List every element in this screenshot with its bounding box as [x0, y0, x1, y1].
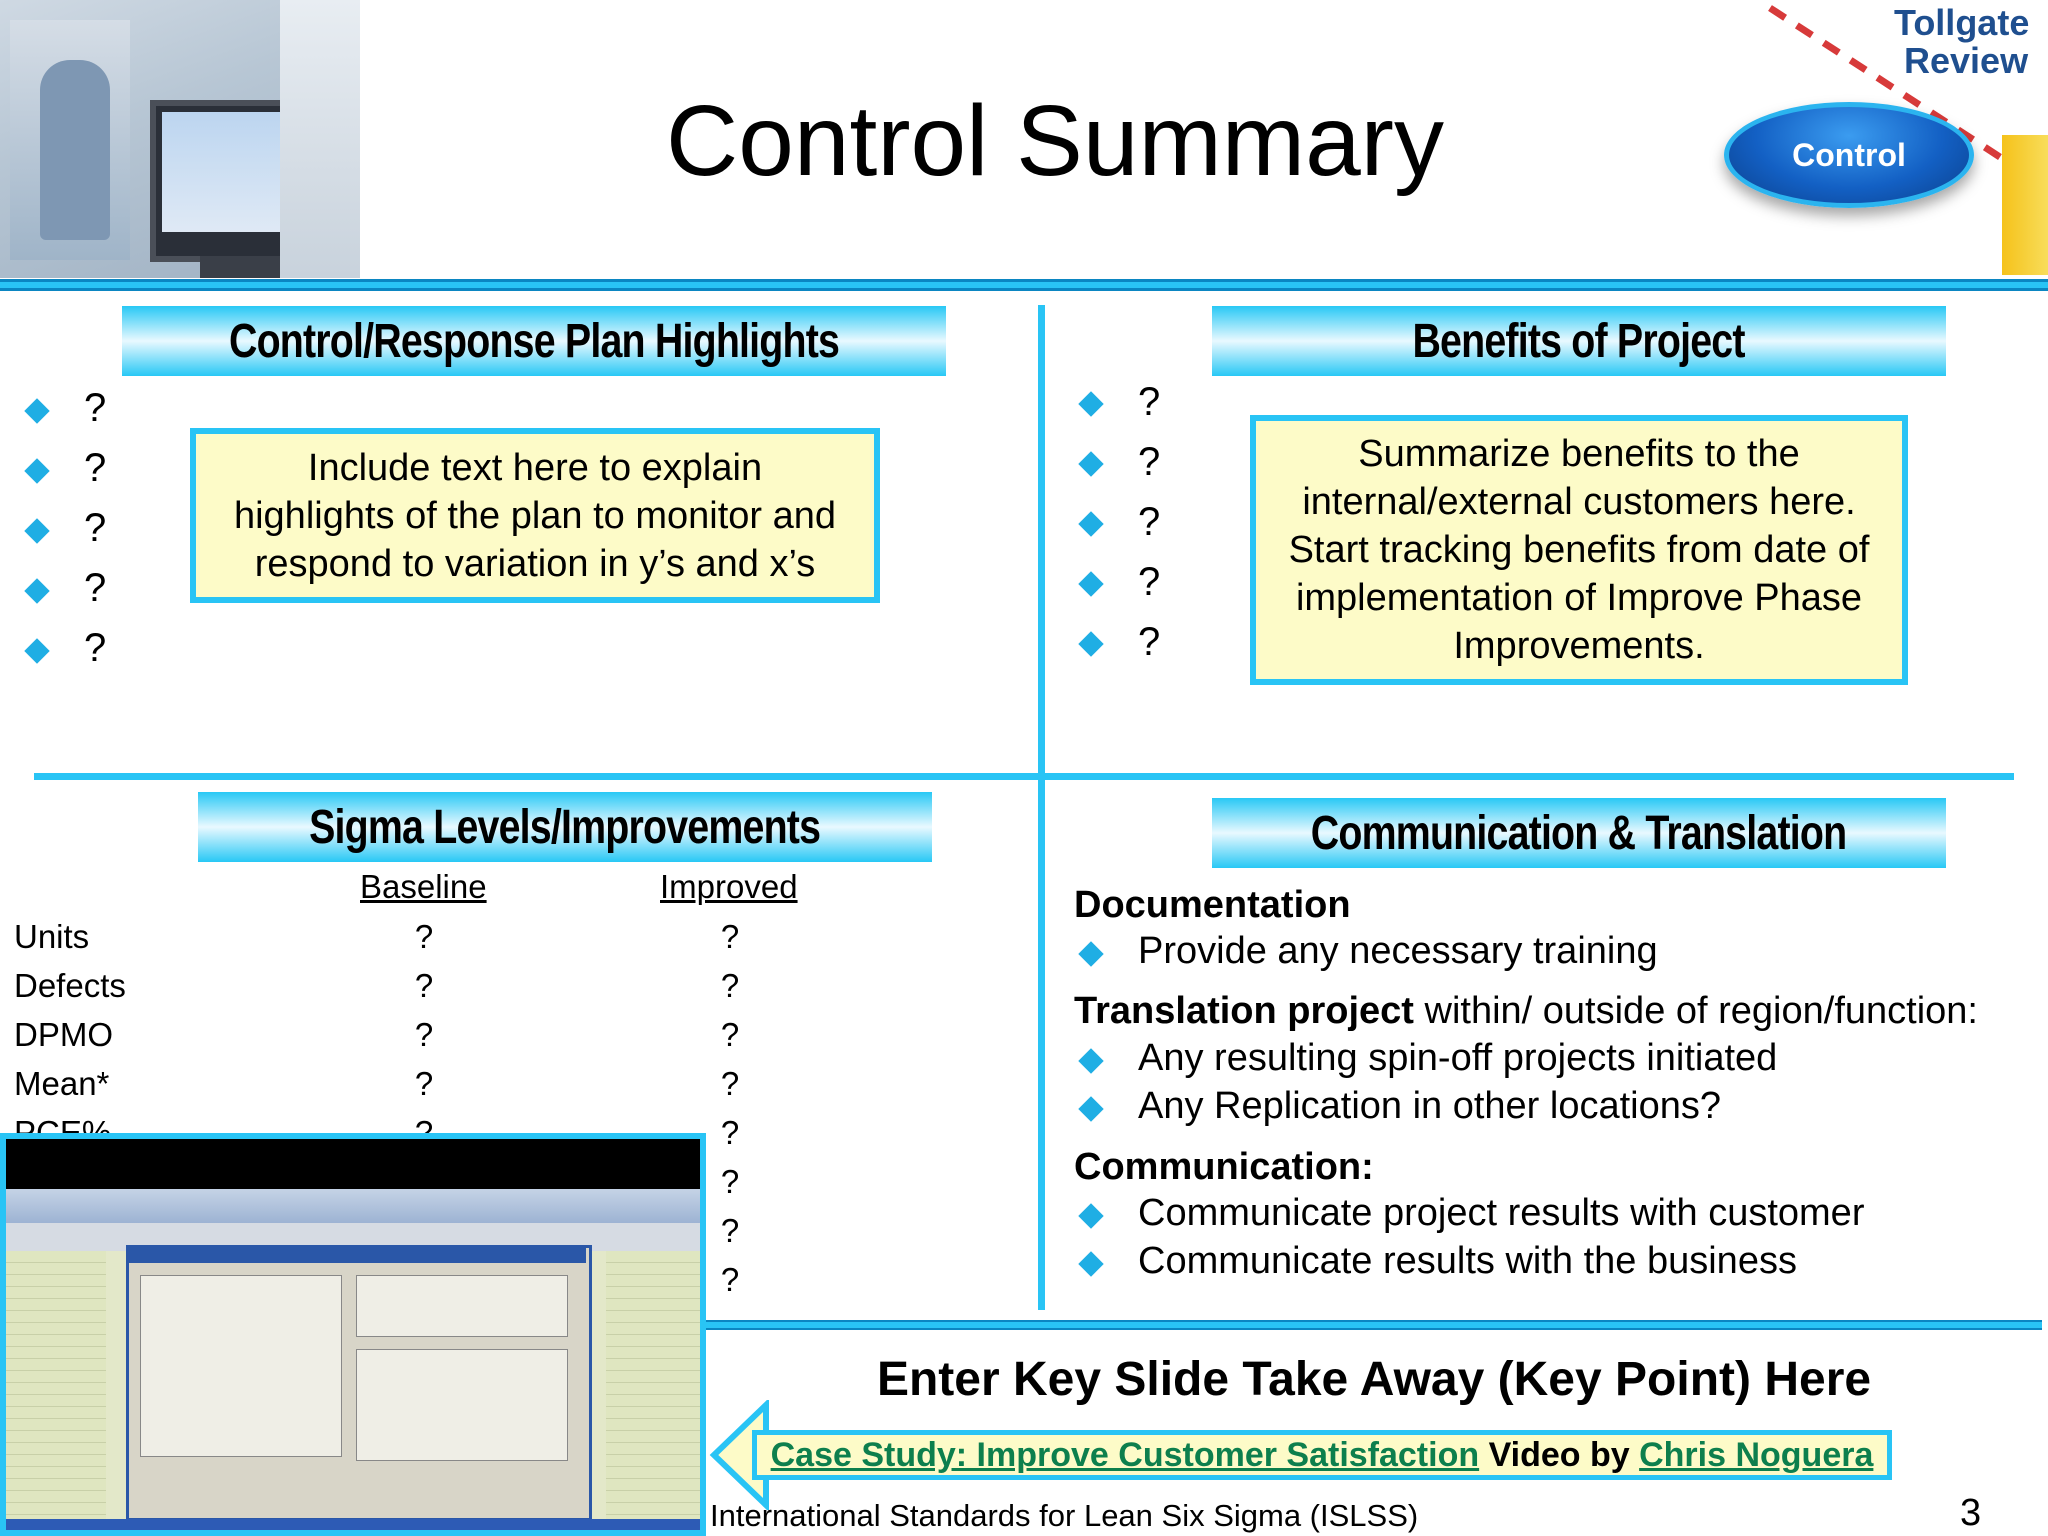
bullet-icon — [1078, 631, 1104, 657]
baseline-column-header: Baseline — [360, 868, 487, 905]
benefits-note: Summarize benefits to the internal/exter… — [1250, 415, 1908, 685]
list-item: ? — [1138, 560, 1161, 604]
improved-cell: ? — [720, 918, 740, 955]
baseline-cell: ? — [414, 967, 434, 1004]
gate-post — [2002, 135, 2048, 275]
list-item: Communicate project results with custome… — [1138, 1192, 1865, 1234]
baseline-cell: ? — [414, 1065, 434, 1102]
author-link[interactable]: Chris Noguera — [1639, 1435, 1874, 1474]
list-item: ? — [84, 446, 107, 490]
list-item: ? — [1138, 620, 1161, 664]
baseline-cell: ? — [414, 918, 434, 955]
bullet-icon — [1078, 1096, 1104, 1122]
bullet-icon — [24, 398, 50, 424]
bullet-icon — [24, 458, 50, 484]
benefits-header: Benefits of Project — [1212, 306, 1946, 376]
baseline-cell: ? — [414, 1016, 434, 1053]
header-photo — [0, 0, 360, 278]
top-rule — [0, 279, 2048, 291]
table-row-label: Units — [14, 918, 90, 955]
list-item: ? — [1138, 440, 1161, 484]
page-title: Control Summary — [666, 85, 1444, 197]
case-study-link[interactable]: Case Study: Improve Customer Satisfactio… — [770, 1435, 1480, 1474]
bullet-icon — [1078, 1203, 1104, 1229]
list-item: Any resulting spin-off projects initiate… — [1138, 1037, 1778, 1079]
case-study-callout: Case Study: Improve Customer Satisfactio… — [752, 1430, 1892, 1480]
bullet-icon — [1078, 451, 1104, 477]
improved-cell: ? — [720, 1114, 740, 1151]
case-study-video-thumbnail[interactable] — [0, 1133, 706, 1536]
list-item: Communicate results with the business — [1138, 1240, 1797, 1282]
improved-cell: ? — [720, 967, 740, 1004]
list-item: ? — [1138, 500, 1161, 544]
list-item: ? — [84, 386, 107, 430]
case-study-middle: Video by — [1479, 1435, 1640, 1474]
improved-column-header: Improved — [660, 868, 798, 905]
improved-cell: ? — [720, 1065, 740, 1102]
review-label: Review — [1904, 40, 2029, 81]
control-phase-badge: Control — [1724, 102, 1974, 208]
footer-text: International Standards for Lean Six Sig… — [710, 1498, 1419, 1533]
key-takeaway: Enter Key Slide Take Away (Key Point) He… — [876, 1353, 1872, 1406]
tollgate-badge: Tollgate Review Control — [1700, 0, 2048, 290]
table-row-label: Defects — [14, 967, 126, 1004]
improved-cell: ? — [720, 1261, 740, 1298]
improved-cell: ? — [720, 1163, 740, 1200]
control-phase-label: Control — [1792, 136, 1906, 173]
bullet-icon — [24, 638, 50, 664]
sigma-header: Sigma Levels/Improvements — [198, 792, 932, 862]
list-item: ? — [1138, 380, 1161, 424]
takeaway-rule — [706, 1320, 2042, 1330]
translation-line: Translation project within/ outside of r… — [1074, 990, 1978, 1032]
list-item: Provide any necessary training — [1138, 930, 1658, 972]
spreadsheet-screenshot — [6, 1189, 700, 1530]
horizontal-divider — [34, 773, 2014, 780]
bullet-icon — [1078, 511, 1104, 537]
table-row-label: DPMO — [14, 1016, 113, 1053]
vertical-divider — [1038, 305, 1045, 1310]
documentation-heading: Documentation — [1074, 884, 1351, 926]
page-number: 3 — [1960, 1492, 1982, 1534]
table-row-label: Mean* — [14, 1065, 110, 1102]
list-item: Any Replication in other locations? — [1138, 1085, 1722, 1127]
bullet-icon — [1078, 1048, 1104, 1074]
improved-cell: ? — [720, 1212, 740, 1249]
bullet-icon — [1078, 941, 1104, 967]
improved-cell: ? — [720, 1016, 740, 1053]
communication-header: Communication & Translation — [1212, 798, 1946, 868]
list-item: ? — [84, 626, 107, 670]
bullet-icon — [1078, 571, 1104, 597]
list-item: ? — [84, 566, 107, 610]
tollgate-label: Tollgate — [1894, 2, 2030, 43]
bullet-icon — [24, 578, 50, 604]
bullet-icon — [1078, 1251, 1104, 1277]
bullet-icon — [24, 518, 50, 544]
list-item: ? — [84, 506, 107, 550]
bullet-icon — [1078, 391, 1104, 417]
control-plan-note: Include text here to explain highlights … — [190, 428, 880, 603]
control-plan-header: Control/Response Plan Highlights — [122, 306, 946, 376]
communication-heading: Communication: — [1074, 1146, 1374, 1188]
barrier-arm-icon — [1768, 5, 2022, 173]
